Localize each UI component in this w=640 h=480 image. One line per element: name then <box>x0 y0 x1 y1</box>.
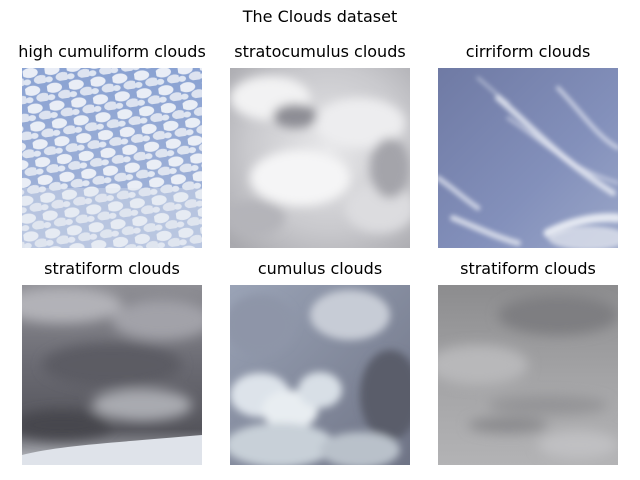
panel-title: stratiform clouds <box>44 259 180 278</box>
panel-title: stratocumulus clouds <box>234 42 406 61</box>
panel-title: high cumuliform clouds <box>18 42 206 61</box>
figure-title: The Clouds dataset <box>242 7 398 26</box>
panel-title: cirriform clouds <box>465 42 591 61</box>
panel-title: cumulus clouds <box>257 259 383 278</box>
cloud-photo-cumulus <box>230 285 410 465</box>
cloud-photo-stratiform-2 <box>438 285 618 465</box>
panel-title: stratiform clouds <box>460 259 596 278</box>
cloud-photo-stratiform-1 <box>22 285 202 465</box>
cloud-photo-cirriform <box>438 68 618 248</box>
cloud-photo-stratocumulus <box>230 68 410 248</box>
cloud-photo-high-cumuliform <box>22 68 202 248</box>
